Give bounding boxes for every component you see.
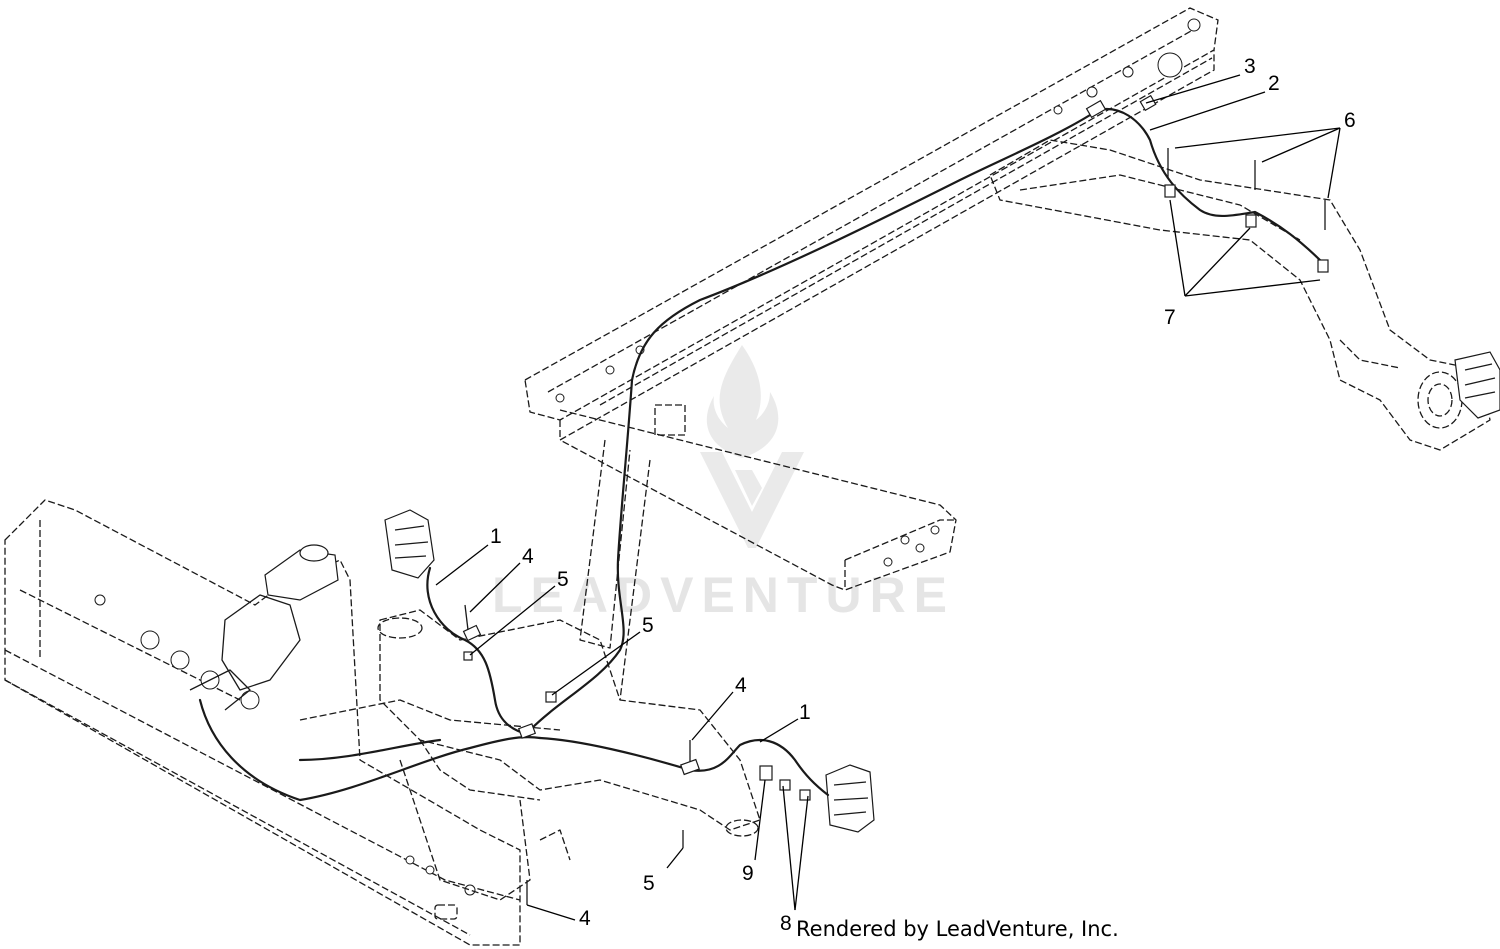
callout-6: 6 [1344, 109, 1356, 132]
front-right-brake-caliper [825, 764, 875, 833]
callout-5-left: 5 [557, 568, 569, 591]
front-left-brake-caliper [384, 509, 435, 579]
rear-brake-caliper [1454, 351, 1500, 419]
front-frame [4, 499, 521, 946]
callout-5-center: 5 [642, 614, 654, 637]
brake-lines [198, 107, 1327, 802]
callout-3: 3 [1244, 55, 1256, 78]
callout-4-left: 4 [522, 545, 534, 568]
callout-4-bottom: 4 [579, 907, 591, 930]
callout-1-right: 1 [799, 701, 811, 724]
frame-post [579, 439, 651, 701]
main-frame-rail [524, 7, 1219, 441]
cross-member [559, 404, 957, 591]
callout-8: 8 [780, 912, 792, 935]
front-suspension [299, 609, 761, 901]
render-credit: Rendered by LeadVenture, Inc. [796, 917, 1119, 941]
callouts: 3 2 6 7 1 4 5 5 4 1 5 4 9 8 [435, 55, 1356, 935]
callout-5-bottom: 5 [643, 872, 655, 895]
leadventure-flame-logo [700, 345, 804, 548]
callout-1-left: 1 [490, 525, 502, 548]
callout-7: 7 [1164, 306, 1176, 329]
fittings [462, 94, 1329, 801]
callout-9: 9 [742, 862, 754, 885]
callout-4-right: 4 [735, 674, 747, 697]
callout-2: 2 [1268, 72, 1280, 95]
watermark: LEADVENTURE [492, 345, 955, 623]
master-cylinder [189, 544, 339, 711]
rear-axle [989, 139, 1491, 451]
bolts [464, 148, 1326, 905]
watermark-text: LEADVENTURE [492, 567, 955, 623]
